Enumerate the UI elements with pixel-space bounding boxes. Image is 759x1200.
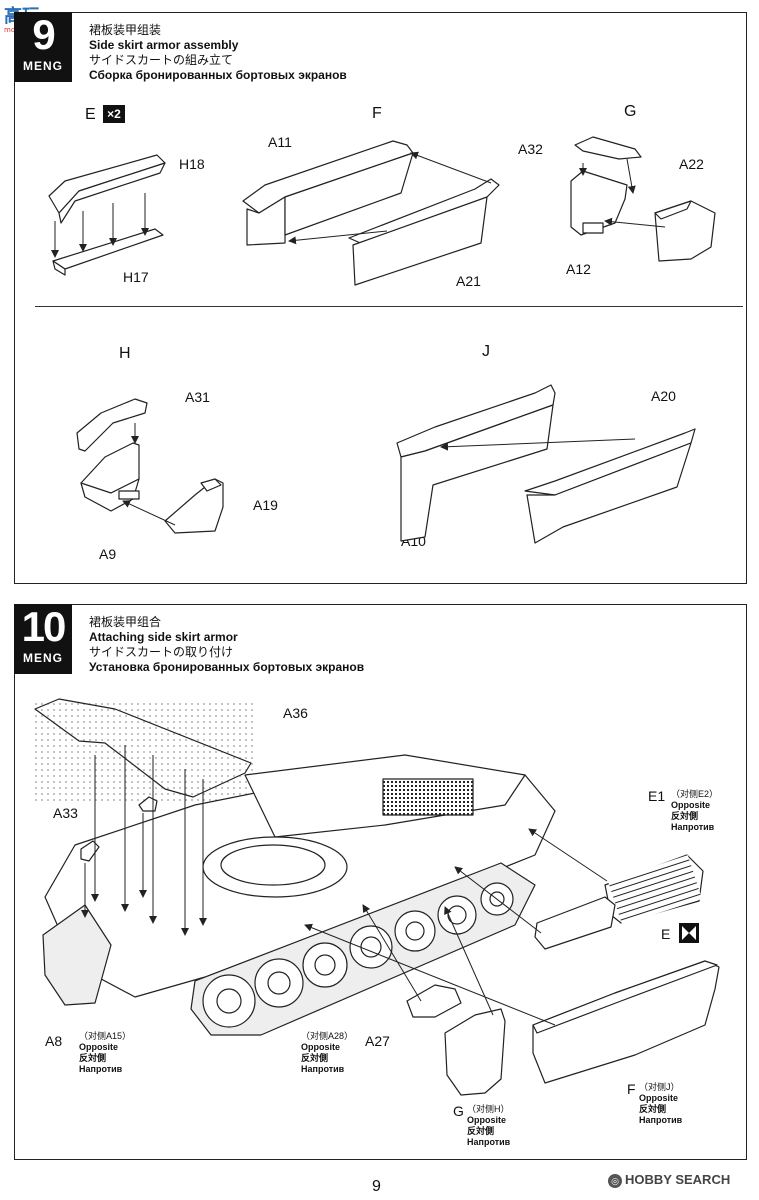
part-label-h18: H18 bbox=[179, 156, 205, 172]
opposite-note-e1: （对侧E2） Opposite 反対側 Напротив bbox=[671, 789, 718, 833]
opposite-note-f: （对侧J） Opposite 反対側 Напротив bbox=[639, 1082, 682, 1126]
part-label-e: E bbox=[661, 926, 671, 942]
tank-diagram bbox=[34, 698, 720, 1096]
step-9-title: 裙板装甲组装 Side skirt armor assembly サイドスカート… bbox=[89, 23, 347, 83]
title-zh: 裙板装甲组装 bbox=[89, 23, 162, 37]
title-en: Attaching side skirt armor bbox=[89, 630, 238, 644]
note-ru: Напротив bbox=[301, 1064, 345, 1074]
part-f-assembly bbox=[532, 960, 720, 1084]
part-label-f: F bbox=[627, 1081, 636, 1097]
note-ru: Напротив bbox=[467, 1137, 511, 1147]
part-label-a33: A33 bbox=[53, 805, 78, 821]
quantity-badge: ×2 bbox=[103, 105, 125, 123]
title-ru: Сборка бронированных бортовых экранов bbox=[89, 68, 347, 82]
part-g-assembly bbox=[444, 1008, 506, 1096]
step-9-badge: 9 MENG bbox=[14, 12, 72, 82]
part-label-a20: A20 bbox=[651, 388, 676, 404]
step-9-diagram bbox=[48, 136, 716, 544]
note-ru: Напротив bbox=[671, 822, 715, 832]
part-a20 bbox=[524, 428, 696, 544]
part-label-a36: A36 bbox=[283, 705, 308, 721]
note-en: Opposite bbox=[639, 1093, 679, 1103]
part-label-a19: A19 bbox=[253, 497, 278, 513]
part-label-a9: A9 bbox=[99, 546, 117, 562]
note-en: Opposite bbox=[467, 1115, 507, 1125]
part-label-a32: A32 bbox=[518, 141, 543, 157]
part-label-a8: A8 bbox=[45, 1033, 63, 1049]
part-a19 bbox=[164, 478, 224, 534]
sub-label-f: F bbox=[372, 105, 382, 122]
note-paren: （对侧H） bbox=[467, 1104, 510, 1114]
part-label-a27: A27 bbox=[365, 1033, 390, 1049]
page-number: 9 bbox=[372, 1178, 381, 1195]
title-ja: サイドスカートの組み立て bbox=[89, 53, 234, 67]
hobby-search-logo-icon: ◎ bbox=[608, 1174, 622, 1188]
step-10-panel: 10 MENG 裙板装甲组合 Attaching side skirt armo… bbox=[14, 604, 747, 1160]
step-10-title: 裙板装甲组合 Attaching side skirt armor サイドスカー… bbox=[89, 615, 364, 675]
sub-label-h: H bbox=[119, 345, 131, 362]
note-paren: （对侧A28） bbox=[301, 1031, 354, 1041]
title-zh: 裙板装甲组合 bbox=[89, 615, 162, 629]
part-label-g: G bbox=[453, 1103, 464, 1119]
part-a31 bbox=[76, 398, 148, 452]
step-10-badge: 10 MENG bbox=[14, 604, 72, 674]
sub-label-e: E bbox=[85, 106, 96, 123]
both-sides-icon-glyph bbox=[682, 926, 696, 940]
title-ja: サイドスカートの取り付け bbox=[89, 645, 234, 659]
title-ru: Установка бронированных бортовых экранов bbox=[89, 660, 365, 674]
part-label-a11: A11 bbox=[268, 134, 292, 150]
step-9-panel: 9 MENG 裙板装甲组装 Side skirt armor assembly … bbox=[14, 12, 747, 584]
part-a21 bbox=[348, 178, 500, 286]
part-label-h17: H17 bbox=[123, 269, 149, 285]
note-ja: 反対側 bbox=[467, 1126, 495, 1136]
note-paren: （对侧J） bbox=[639, 1082, 680, 1092]
opposite-note-a28: （对侧A28） Opposite 反対側 Напротив bbox=[301, 1031, 353, 1075]
note-en: Opposite bbox=[301, 1042, 341, 1052]
part-a27 bbox=[406, 984, 462, 1018]
note-paren: （对侧E2） bbox=[671, 789, 719, 799]
watermark-text: HOBBY SEARCH bbox=[625, 1172, 731, 1187]
note-ja: 反対側 bbox=[301, 1053, 329, 1063]
note-en: Opposite bbox=[671, 800, 711, 810]
part-h17 bbox=[52, 228, 164, 276]
opposite-note-a8: （对侧A15） Opposite 反対側 Напротив bbox=[79, 1031, 131, 1075]
note-ja: 反対側 bbox=[671, 811, 699, 821]
opposite-note-g: （对侧H） Opposite 反対側 Напротив bbox=[467, 1104, 510, 1148]
note-en: Opposite bbox=[79, 1042, 119, 1052]
part-a12 bbox=[570, 170, 628, 236]
tank-hull bbox=[44, 754, 556, 998]
part-a11 bbox=[242, 140, 414, 246]
part-label-a21: A21 bbox=[456, 273, 481, 289]
note-ja: 反対側 bbox=[79, 1053, 107, 1063]
step-number: 10 bbox=[21, 603, 67, 650]
part-label-a22: A22 bbox=[679, 156, 704, 172]
part-label-e1: E1 bbox=[648, 788, 666, 804]
note-ja: 反対側 bbox=[639, 1104, 667, 1114]
section-divider bbox=[35, 306, 743, 307]
part-e1 bbox=[604, 854, 704, 925]
sub-label-g: G bbox=[624, 103, 637, 120]
part-a22 bbox=[654, 200, 716, 262]
note-ru: Напротив bbox=[79, 1064, 123, 1074]
part-h18 bbox=[48, 154, 166, 224]
sub-label-j: J bbox=[482, 343, 490, 360]
part-label-a12: A12 bbox=[566, 261, 591, 277]
brand-logo: MENG bbox=[23, 59, 63, 73]
part-a32 bbox=[574, 136, 642, 160]
part-a36 bbox=[34, 698, 255, 801]
step-number: 9 bbox=[32, 11, 55, 58]
part-e-assembly bbox=[534, 896, 616, 950]
watermark-hobby-search: ◎HOBBY SEARCH bbox=[608, 1172, 730, 1188]
brand-logo: MENG bbox=[23, 651, 63, 665]
part-a9 bbox=[80, 442, 140, 512]
note-paren: （对侧A15） bbox=[79, 1031, 132, 1041]
part-label-a31: A31 bbox=[185, 389, 210, 405]
note-ru: Напротив bbox=[639, 1115, 683, 1125]
both-sides-icon bbox=[679, 923, 699, 943]
title-en: Side skirt armor assembly bbox=[89, 38, 239, 52]
